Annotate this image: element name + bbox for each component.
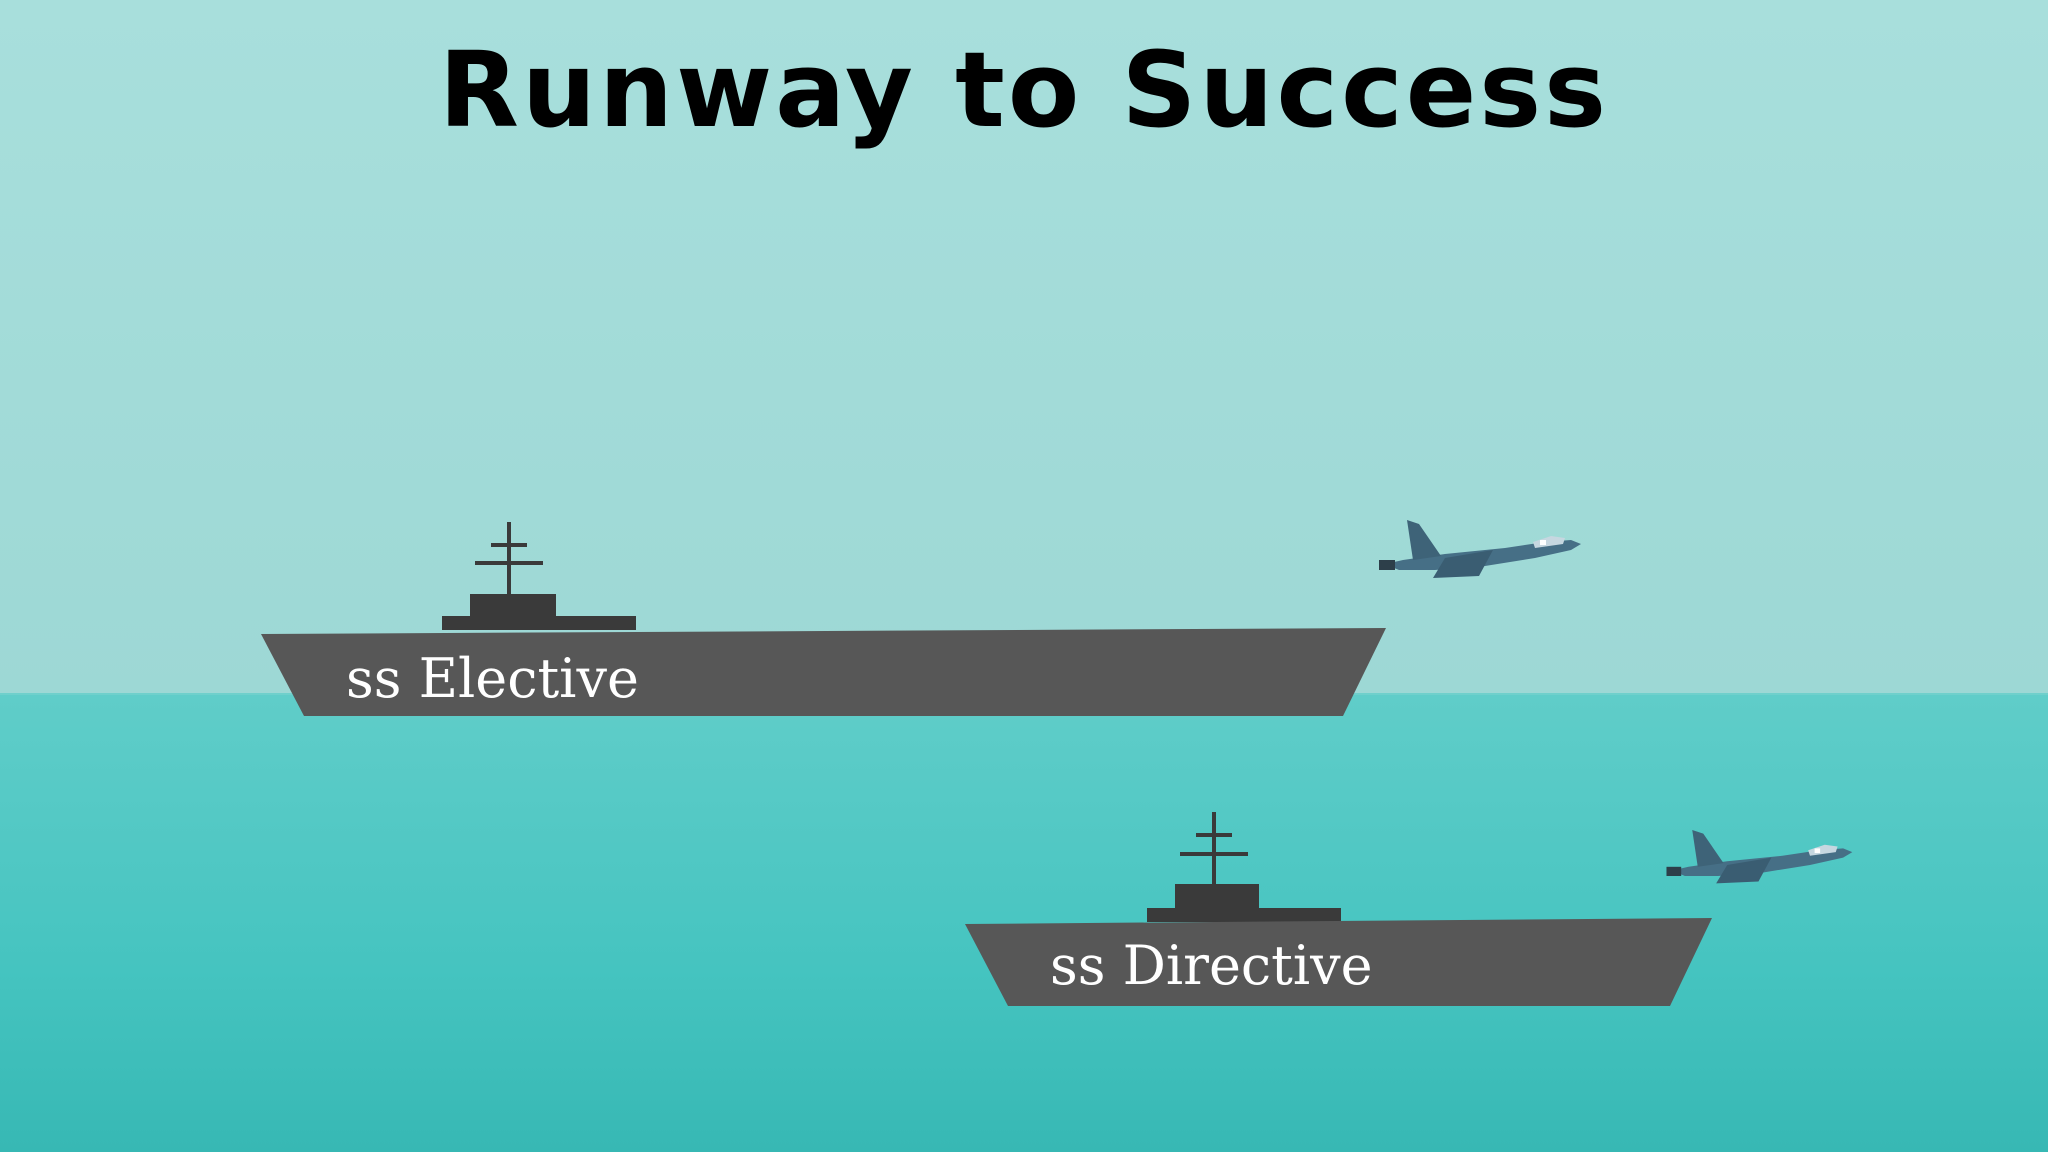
sky xyxy=(0,0,2048,694)
page-title: Runway to Success xyxy=(438,29,1610,151)
aircraft-carrier-icon xyxy=(965,812,1712,1006)
fighter-jet-icon xyxy=(1379,520,1581,578)
sea xyxy=(0,694,2048,1152)
aircraft-carrier-icon xyxy=(261,522,1386,716)
fighter-jet-icon xyxy=(1666,830,1853,884)
ship-label-directive: ss Directive xyxy=(1050,934,1373,997)
ship-label-elective: ss Elective xyxy=(346,647,639,710)
